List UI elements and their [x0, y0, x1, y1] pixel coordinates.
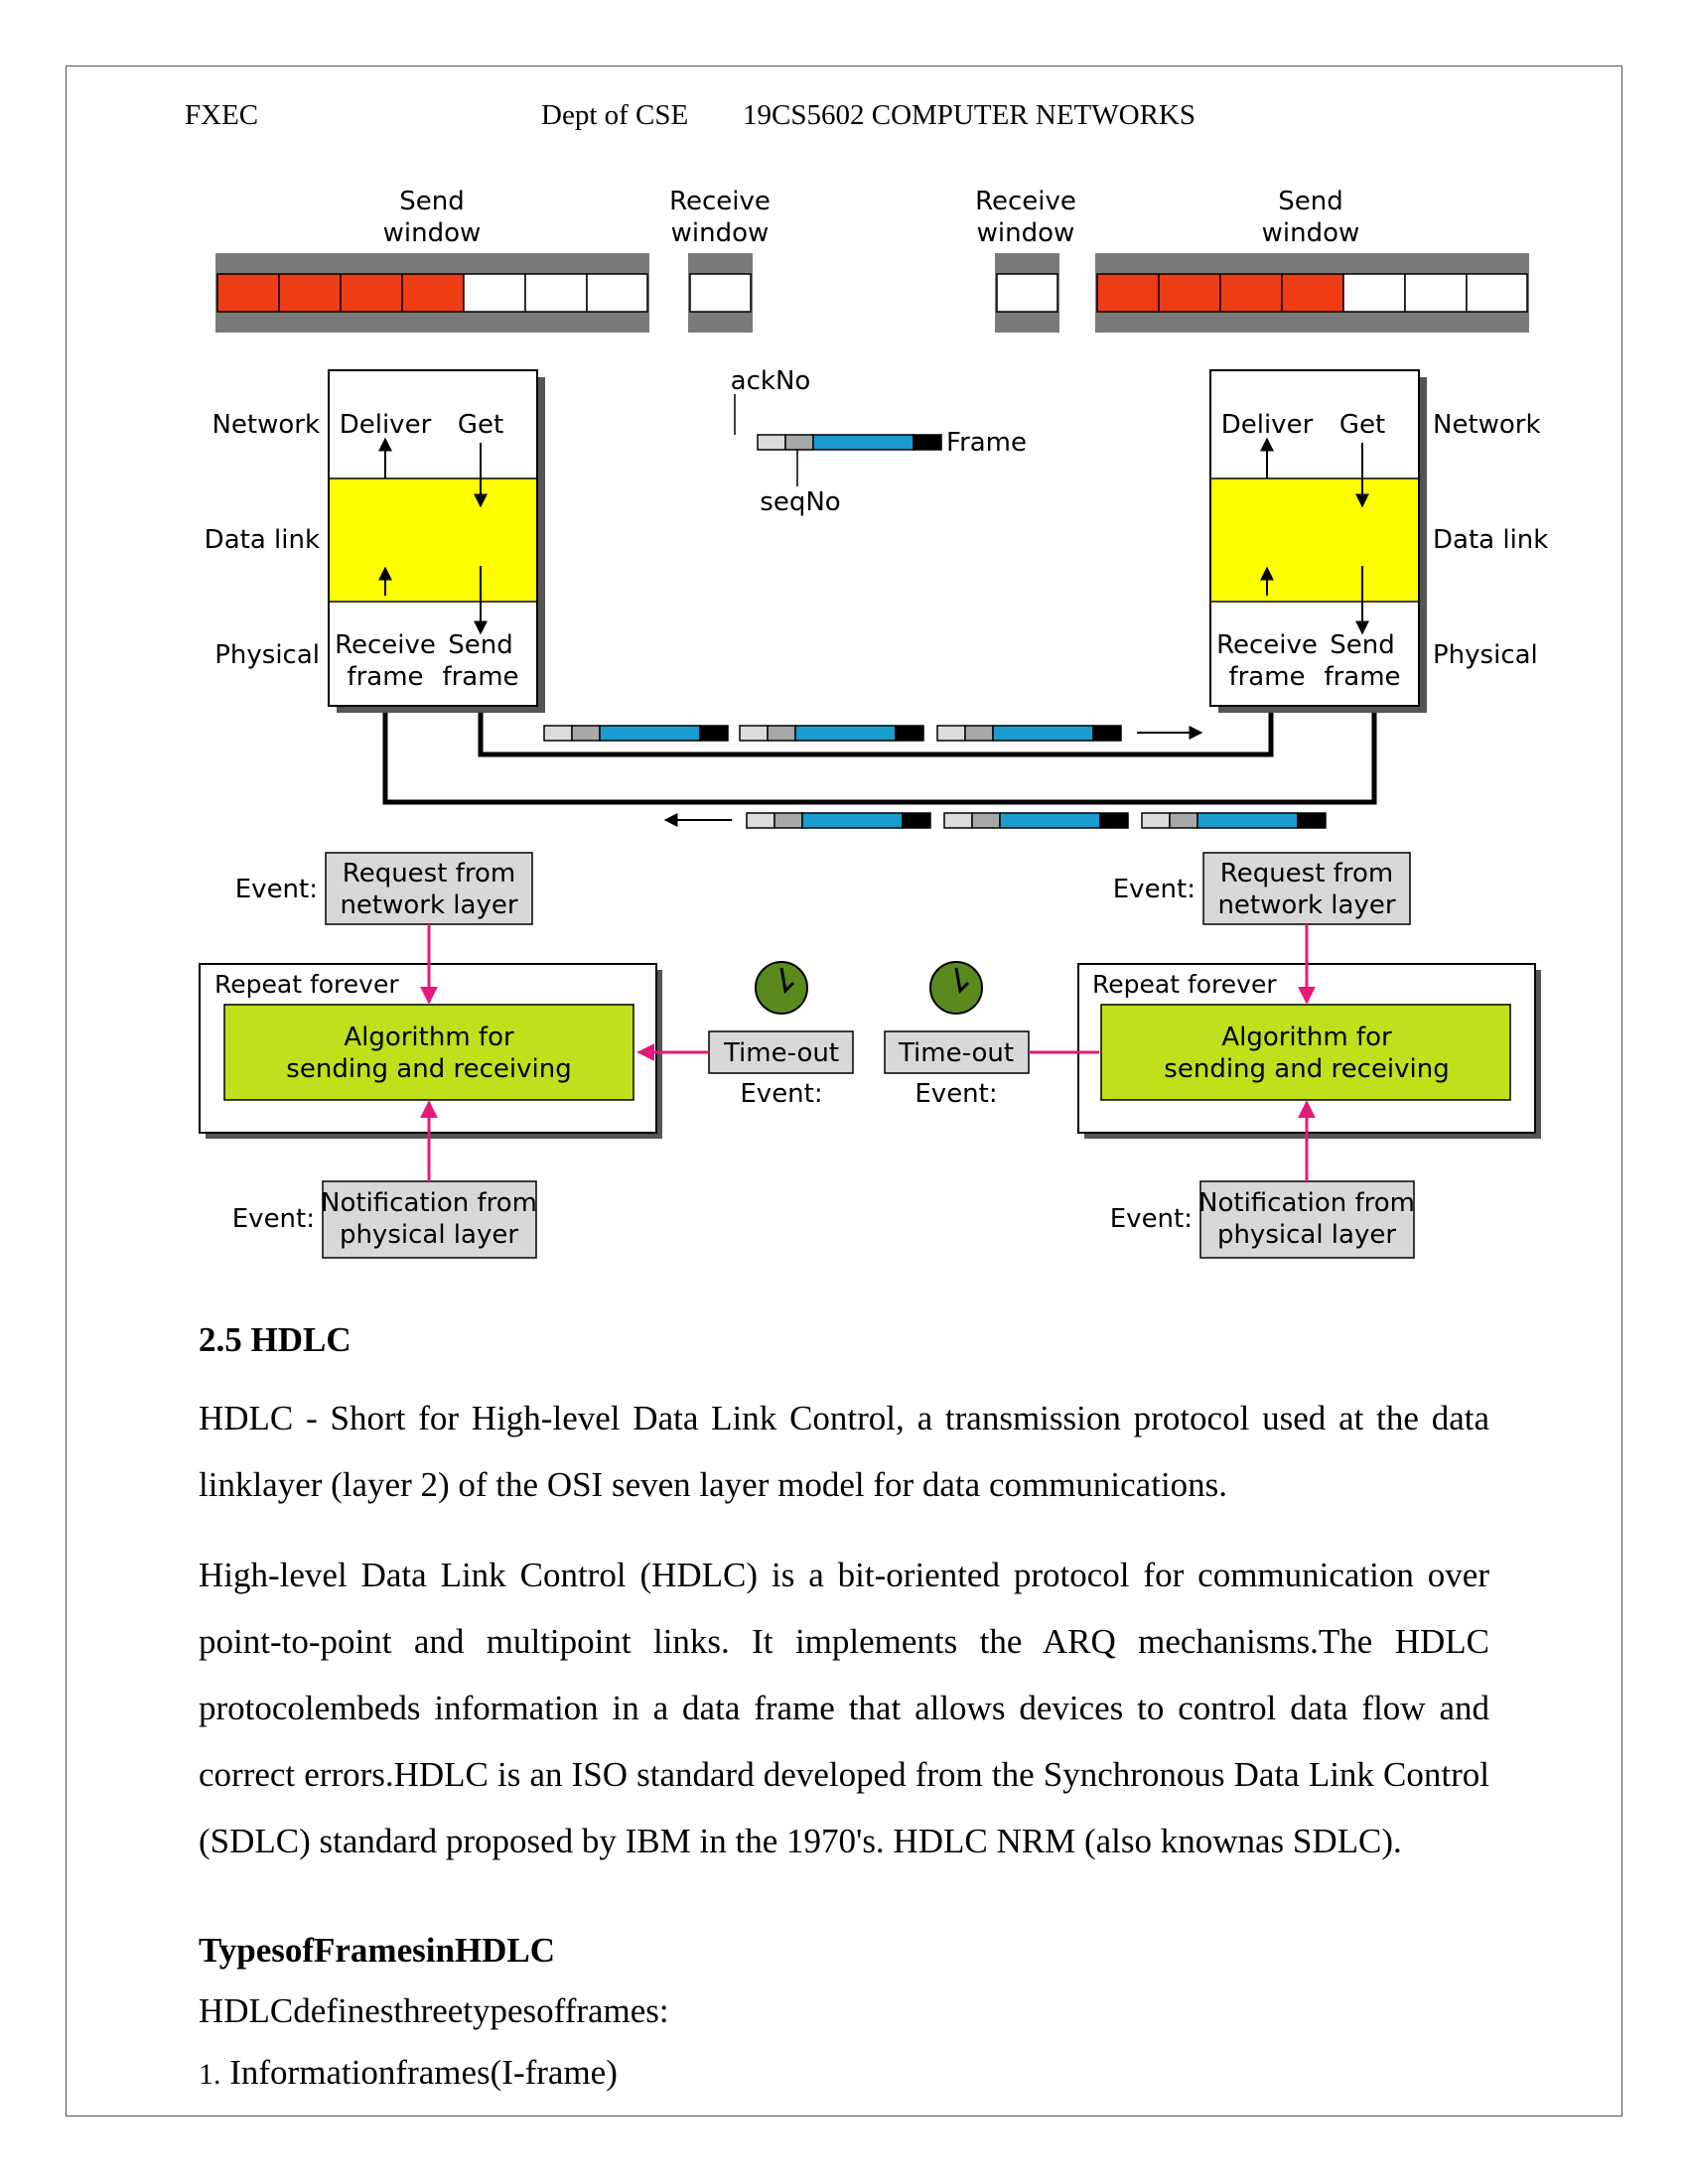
- send-window-label-right-2: window: [1262, 218, 1360, 248]
- paragraph-definition: HDLC - Short for High-level Data Link Co…: [199, 1399, 1489, 1504]
- send-frame-label-left: Send: [448, 630, 512, 660]
- event-label-timeout-left: Event:: [740, 1079, 822, 1109]
- event-machine-right: [1077, 852, 1541, 1259]
- notification-label-left: Notification from: [321, 1188, 537, 1218]
- request-label-left: Request from: [343, 859, 515, 888]
- receive-window-left: [688, 253, 753, 333]
- receive-frame-label-left: Receive: [335, 630, 436, 660]
- timeout-label-left: Time-out: [723, 1038, 839, 1068]
- send-window-left: [215, 253, 649, 333]
- clock-icon: [929, 961, 983, 1015]
- deliver-label-left: Deliver: [340, 410, 432, 440]
- clock-icon: [755, 961, 808, 1015]
- protocol-diagram: Send window Receive window Receive windo…: [199, 187, 1548, 1259]
- paragraph-description: High-level Data Link Control (HDLC) is a…: [199, 1556, 1489, 1860]
- ackno-label: ackNo: [731, 366, 811, 396]
- page-border: [66, 66, 1622, 2116]
- algorithm-label-left: Algorithm for: [344, 1023, 514, 1052]
- timeout-event-left: [636, 961, 854, 1074]
- request-label-right-2: network layer: [1217, 890, 1395, 920]
- send-window-label-right: Send: [1278, 187, 1342, 216]
- timeout-label-right: Time-out: [898, 1038, 1014, 1068]
- repeat-forever-label-right: Repeat forever: [1092, 970, 1277, 999]
- event-machine-left: [199, 852, 662, 1259]
- deliver-label-right: Deliver: [1221, 410, 1314, 440]
- receive-window-right: [995, 253, 1059, 333]
- frame-types-intro: HDLCdefinesthreetypesofframes:: [199, 1991, 669, 2030]
- event-label-request-right: Event:: [1113, 875, 1196, 904]
- header-course: 19CS5602 COMPUTER NETWORKS: [743, 99, 1196, 131]
- list-item-text: Informationframes(I-frame): [229, 2053, 618, 2092]
- receive-window-label-left: Receive: [669, 187, 771, 216]
- get-label-left: Get: [458, 410, 503, 440]
- physical-label-left: Physical: [214, 640, 320, 670]
- send-frame-label-right-2: frame: [1324, 662, 1400, 692]
- algorithm-label-right: Algorithm for: [1221, 1023, 1392, 1052]
- send-window-label-left: Send: [399, 187, 464, 216]
- notification-label-right-2: physical layer: [1217, 1220, 1396, 1250]
- physical-label-right: Physical: [1433, 640, 1538, 670]
- get-label-right: Get: [1339, 410, 1385, 440]
- station-stack-right: [1209, 369, 1427, 713]
- receive-frame-label-left-2: frame: [347, 662, 423, 692]
- frame-format-legend: [734, 394, 942, 486]
- request-label-right: Request from: [1220, 859, 1393, 888]
- event-label-timeout-right: Event:: [914, 1079, 997, 1109]
- data-link-label-right: Data link: [1433, 525, 1548, 555]
- header-department: Dept of CSE: [541, 99, 689, 131]
- receive-frame-label-right-2: frame: [1228, 662, 1305, 692]
- receive-window-label-right: Receive: [975, 187, 1076, 216]
- seqno-label: seqNo: [760, 487, 840, 517]
- data-link-label-left: Data link: [205, 525, 320, 555]
- reverse-channel: [382, 713, 1377, 829]
- list-number: 1.: [199, 2058, 221, 2091]
- send-window-label-left-2: window: [383, 218, 482, 248]
- subheading-frame-types: TypesofFramesinHDLC: [199, 1931, 556, 1970]
- receive-window-label-right-2: window: [977, 218, 1075, 248]
- notification-label-right: Notification from: [1198, 1188, 1415, 1218]
- algorithm-label-left-2: sending and receiving: [286, 1054, 571, 1084]
- forward-channel: [478, 713, 1274, 757]
- receive-window-label-left-2: window: [671, 218, 770, 248]
- network-label-right: Network: [1433, 410, 1541, 440]
- list-item: 1. Informationframes(I-frame): [199, 2053, 618, 2093]
- repeat-forever-label-left: Repeat forever: [214, 970, 399, 999]
- event-label-request-left: Event:: [235, 875, 318, 904]
- notification-label-left-2: physical layer: [340, 1220, 518, 1250]
- send-frame-label-right: Send: [1330, 630, 1394, 660]
- send-window-right: [1095, 253, 1529, 333]
- event-label-notification-left: Event:: [232, 1204, 315, 1234]
- request-label-left-2: network layer: [340, 890, 517, 920]
- send-frame-label-left-2: frame: [442, 662, 518, 692]
- section-heading: 2.5 HDLC: [199, 1320, 352, 1359]
- event-label-notification-right: Event:: [1110, 1204, 1193, 1234]
- algorithm-label-right-2: sending and receiving: [1164, 1054, 1449, 1084]
- network-label-left: Network: [211, 410, 320, 440]
- header-institution: FXEC: [185, 99, 259, 131]
- station-stack-left: [328, 369, 545, 713]
- frame-label: Frame: [946, 428, 1027, 458]
- timeout-event-right: [884, 961, 1099, 1074]
- receive-frame-label-right: Receive: [1216, 630, 1318, 660]
